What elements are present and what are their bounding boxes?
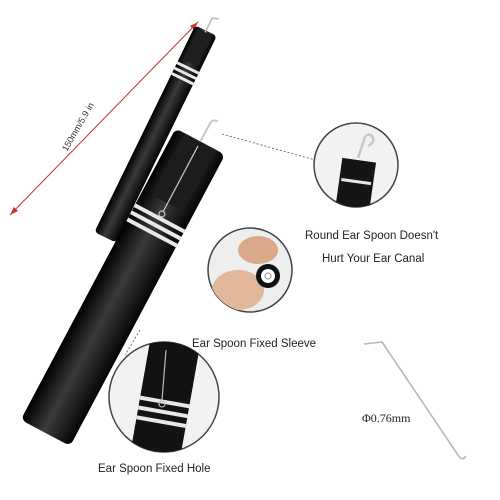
otoscope-small [95,17,219,242]
round-spoon-label-line2: Hurt Your Ear Canal [322,253,425,265]
length-dimension-arrow [9,21,199,216]
fixed-sleeve-label: Ear Spoon Fixed Sleeve [192,338,317,350]
round-spoon-label-line1: Round Ear Spoon Doesn't [305,230,439,242]
otoscope-large [22,119,223,444]
callout-round-ear-spoon [313,122,399,208]
fixed-hole-label: Ear Spoon Fixed Hole [98,463,211,475]
diameter-label: Φ0.76mm [362,411,411,425]
callout-fixed-hole [108,341,220,453]
callout-lines [124,133,316,356]
ear-spoon-wire [363,341,467,460]
callout-fixed-sleeve [207,227,293,313]
